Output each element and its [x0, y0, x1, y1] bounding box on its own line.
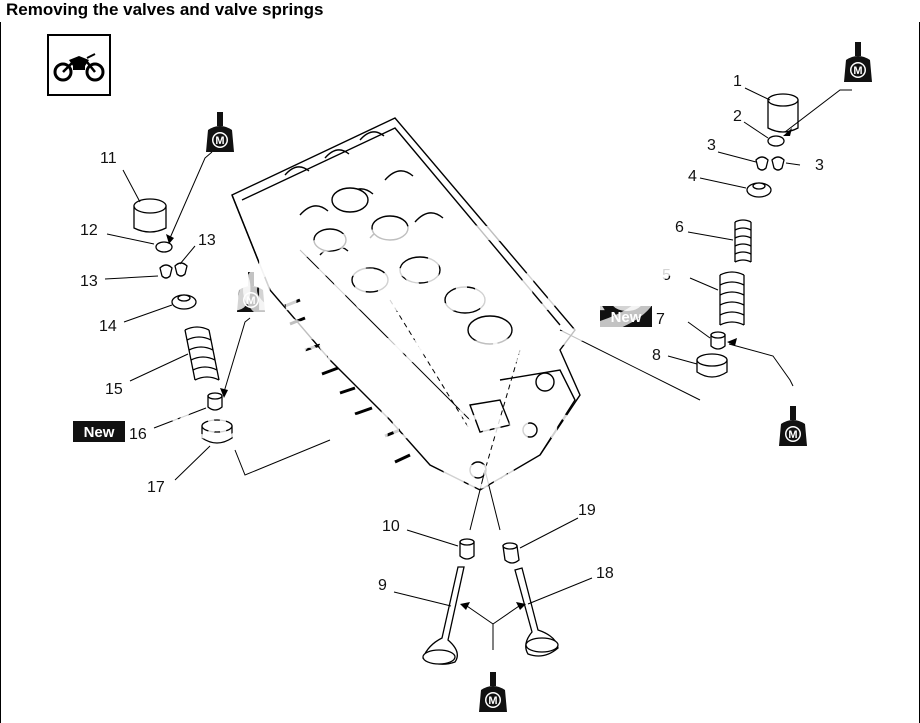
callout-16: 16 [129, 426, 147, 443]
valve-stack-left [133, 198, 233, 444]
callout-10: 10 [382, 518, 400, 535]
motorcycle-icon [47, 34, 111, 96]
svg-text:M: M [853, 65, 862, 77]
svg-text:M: M [788, 429, 797, 441]
callout-19: 19 [578, 502, 596, 519]
svg-text:M: M [215, 135, 224, 147]
watermark-brand: photobucket [206, 239, 674, 327]
leader-lines [104, 87, 852, 650]
callout-8: 8 [652, 347, 661, 364]
callout-14: 14 [99, 318, 117, 335]
valve-stack-right [696, 93, 799, 378]
valves-and-guides [422, 538, 559, 665]
callout-7: 7 [656, 311, 665, 328]
watermark-by: by photobucket [299, 333, 538, 369]
page-title: Removing the valves and valve springs [6, 0, 324, 19]
oil-can-icon: M [206, 112, 234, 152]
callout-18: 18 [596, 565, 614, 582]
callout-2: 2 [733, 108, 742, 125]
oil-can-icon: M [479, 672, 507, 712]
photobucket-watermark: photobucket by photobucket Your people. … [164, 225, 756, 498]
callout-17: 17 [147, 479, 165, 496]
callout-15: 15 [105, 381, 123, 398]
oil-can-icon: M [779, 406, 807, 446]
callout-9: 9 [378, 577, 387, 594]
callout-11: 11 [100, 150, 117, 167]
callout-5: 5 [662, 267, 671, 284]
watermark-line2: Your space. [332, 449, 578, 498]
svg-text:New: New [84, 424, 115, 441]
svg-text:M: M [488, 695, 497, 707]
watermark-line1: Your people. Your moments. [164, 399, 756, 448]
frame-border-left [0, 22, 1, 723]
arrow-heads [166, 128, 792, 610]
callout-13: 13 [80, 273, 98, 290]
callout-3: 3 [815, 157, 824, 174]
callout-6: 6 [675, 219, 684, 236]
callout-12: 12 [80, 222, 98, 239]
callout-4: 4 [688, 168, 697, 185]
callout-labels: 1 2 3 3 4 6 5 7 8 11 12 13 13 14 15 16 1… [80, 73, 824, 594]
callout-13: 13 [198, 232, 216, 249]
new-tag-left: New [73, 421, 125, 442]
callout-1: 1 [733, 73, 742, 90]
oil-can-icon: M [844, 42, 872, 82]
callout-3: 3 [707, 137, 716, 154]
